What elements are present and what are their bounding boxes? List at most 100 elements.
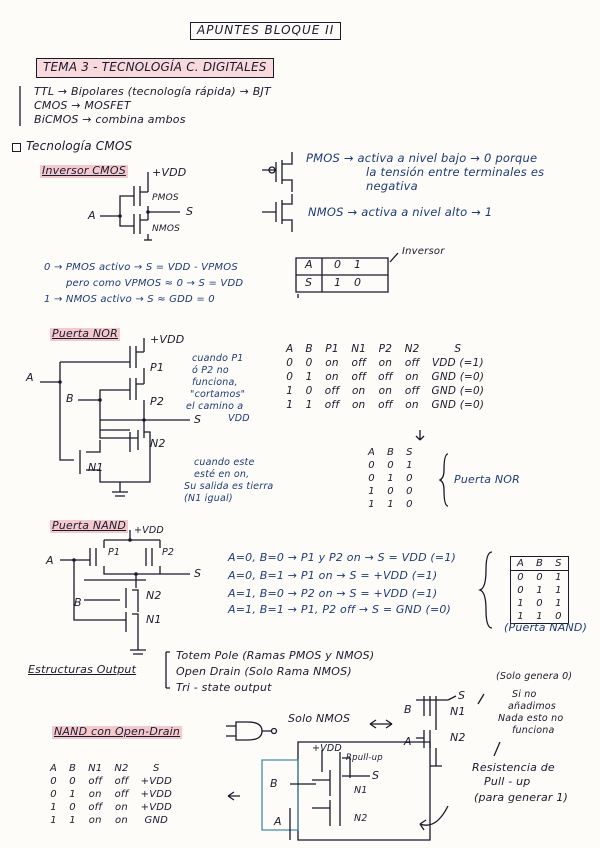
cell: 1	[368, 499, 375, 510]
cell: 1	[555, 572, 562, 583]
cell: on	[88, 815, 102, 826]
od-note-res-3: (para generar 1)	[474, 791, 569, 804]
family-ttl: TTL → Bipolares (tecnología rápida) → BJ…	[34, 85, 271, 98]
cell: 1	[368, 486, 375, 497]
cell: off	[351, 357, 366, 369]
inv-nmos-label: NMOS	[152, 224, 181, 234]
nor-h-p1: P1	[325, 343, 339, 355]
table-row: 1 1 0	[511, 610, 569, 624]
subsection-title: Tecnología CMOS	[26, 139, 133, 153]
nand-case-1: A=0, B=0 → P1 y P2 on → S = VDD (=1)	[228, 551, 457, 564]
cell: on	[351, 399, 366, 411]
nmos-desc: NMOS → activa a nivel alto → 1	[308, 205, 493, 219]
inv-table-s1: 0	[354, 276, 362, 289]
nand-vdd-label: +VDD	[134, 525, 164, 536]
cell: 1	[517, 598, 524, 609]
inv-table-a0: 0	[334, 258, 342, 271]
cell: 1	[50, 815, 57, 826]
od-note-mid-3: Nada esto no	[498, 713, 564, 724]
inv-note-3: 1 → NMOS activo → S ≈ GDD = 0	[44, 294, 215, 305]
cell: 0	[387, 460, 394, 471]
nor-h-p2: P2	[378, 343, 393, 355]
output-item-2: Open Drain (Solo Rama NMOS)	[176, 665, 352, 678]
nand-n2-label: N2	[146, 589, 162, 602]
od-b-label: B	[404, 703, 412, 716]
output-heading: Estructuras Output	[28, 663, 137, 676]
cell: B	[387, 447, 395, 458]
cell: off	[114, 776, 129, 787]
nor-note2-2: esté en on,	[194, 469, 250, 480]
cell: off	[404, 385, 420, 397]
cell: off	[404, 357, 420, 369]
output-item-1: Totem Pole (Ramas PMOS y NMOS)	[176, 649, 375, 662]
nor-note1-2: ó P2 no	[192, 365, 229, 376]
od-a-label: A	[404, 735, 412, 748]
cell: 1	[536, 611, 543, 622]
cell: 0	[305, 357, 313, 369]
cell: 1	[555, 598, 562, 609]
od-box-rpull: Rpull-up	[346, 753, 383, 763]
nor-truth-label: Puerta NOR	[454, 473, 520, 486]
nand-case-3: A=1, B=0 → P2 on → S = +VDD (=1)	[228, 587, 438, 600]
inv-table-label: Inversor	[402, 246, 445, 257]
inv-note-1: 0 → PMOS activo → S = VDD - VPMOS	[44, 262, 238, 273]
cell: 0	[387, 486, 394, 497]
page-title: APUNTES BLOQUE II	[190, 22, 342, 40]
nor-n2-label: N2	[150, 437, 166, 450]
nor-h-n1: N1	[351, 343, 367, 355]
cell: 0	[305, 385, 313, 397]
cell: 1	[517, 611, 524, 622]
nor-p1-label: P1	[150, 361, 165, 374]
cell: A	[50, 763, 58, 774]
nor-vdd-label: +VDD	[150, 333, 185, 346]
cell: on	[325, 357, 339, 369]
section-title: TEMA 3 - TECNOLOGÍA C. DIGITALES	[36, 58, 274, 78]
cell: 0	[406, 473, 413, 484]
od-note-mid-1: Si no	[512, 689, 537, 700]
cell: off	[88, 802, 103, 813]
cell: 0	[286, 357, 294, 369]
od-heading: NAND con Open-Drain	[52, 725, 183, 739]
cell: 0	[69, 776, 76, 787]
cell: off	[378, 399, 393, 411]
cell: A	[368, 447, 376, 458]
nor-note1-4: "cortamos"	[190, 389, 246, 400]
cell: GND	[144, 815, 169, 826]
cell: 0	[555, 611, 562, 622]
cell: 0	[368, 473, 375, 484]
cell: on	[115, 802, 128, 813]
nand-p1-label: P1	[108, 547, 121, 558]
cell: off	[88, 776, 103, 787]
cell: 1	[286, 385, 294, 397]
inv-table-s: S	[305, 276, 313, 289]
od-note-mid-4: funciona	[512, 725, 555, 736]
cell: on	[115, 815, 128, 826]
inv-output-label: S	[186, 205, 194, 218]
od-box-vdd: +VDD	[312, 743, 342, 754]
od-note-res-1: Resistencia de	[472, 761, 555, 774]
checkbox-icon	[12, 143, 21, 152]
cell: on	[405, 371, 419, 383]
od-n2-label: N2	[450, 731, 466, 744]
output-item-3: Tri - state output	[176, 681, 272, 694]
inv-note-2: pero como VPMOS ≈ 0 → S = VDD	[66, 278, 244, 289]
od-note-res-2: Pull - up	[484, 775, 531, 788]
pmos-desc-3: negativa	[366, 179, 418, 193]
cell: S	[153, 763, 160, 774]
cell: 1	[387, 473, 394, 484]
cell: A	[517, 558, 525, 569]
nor-h-n2: N2	[404, 343, 420, 355]
